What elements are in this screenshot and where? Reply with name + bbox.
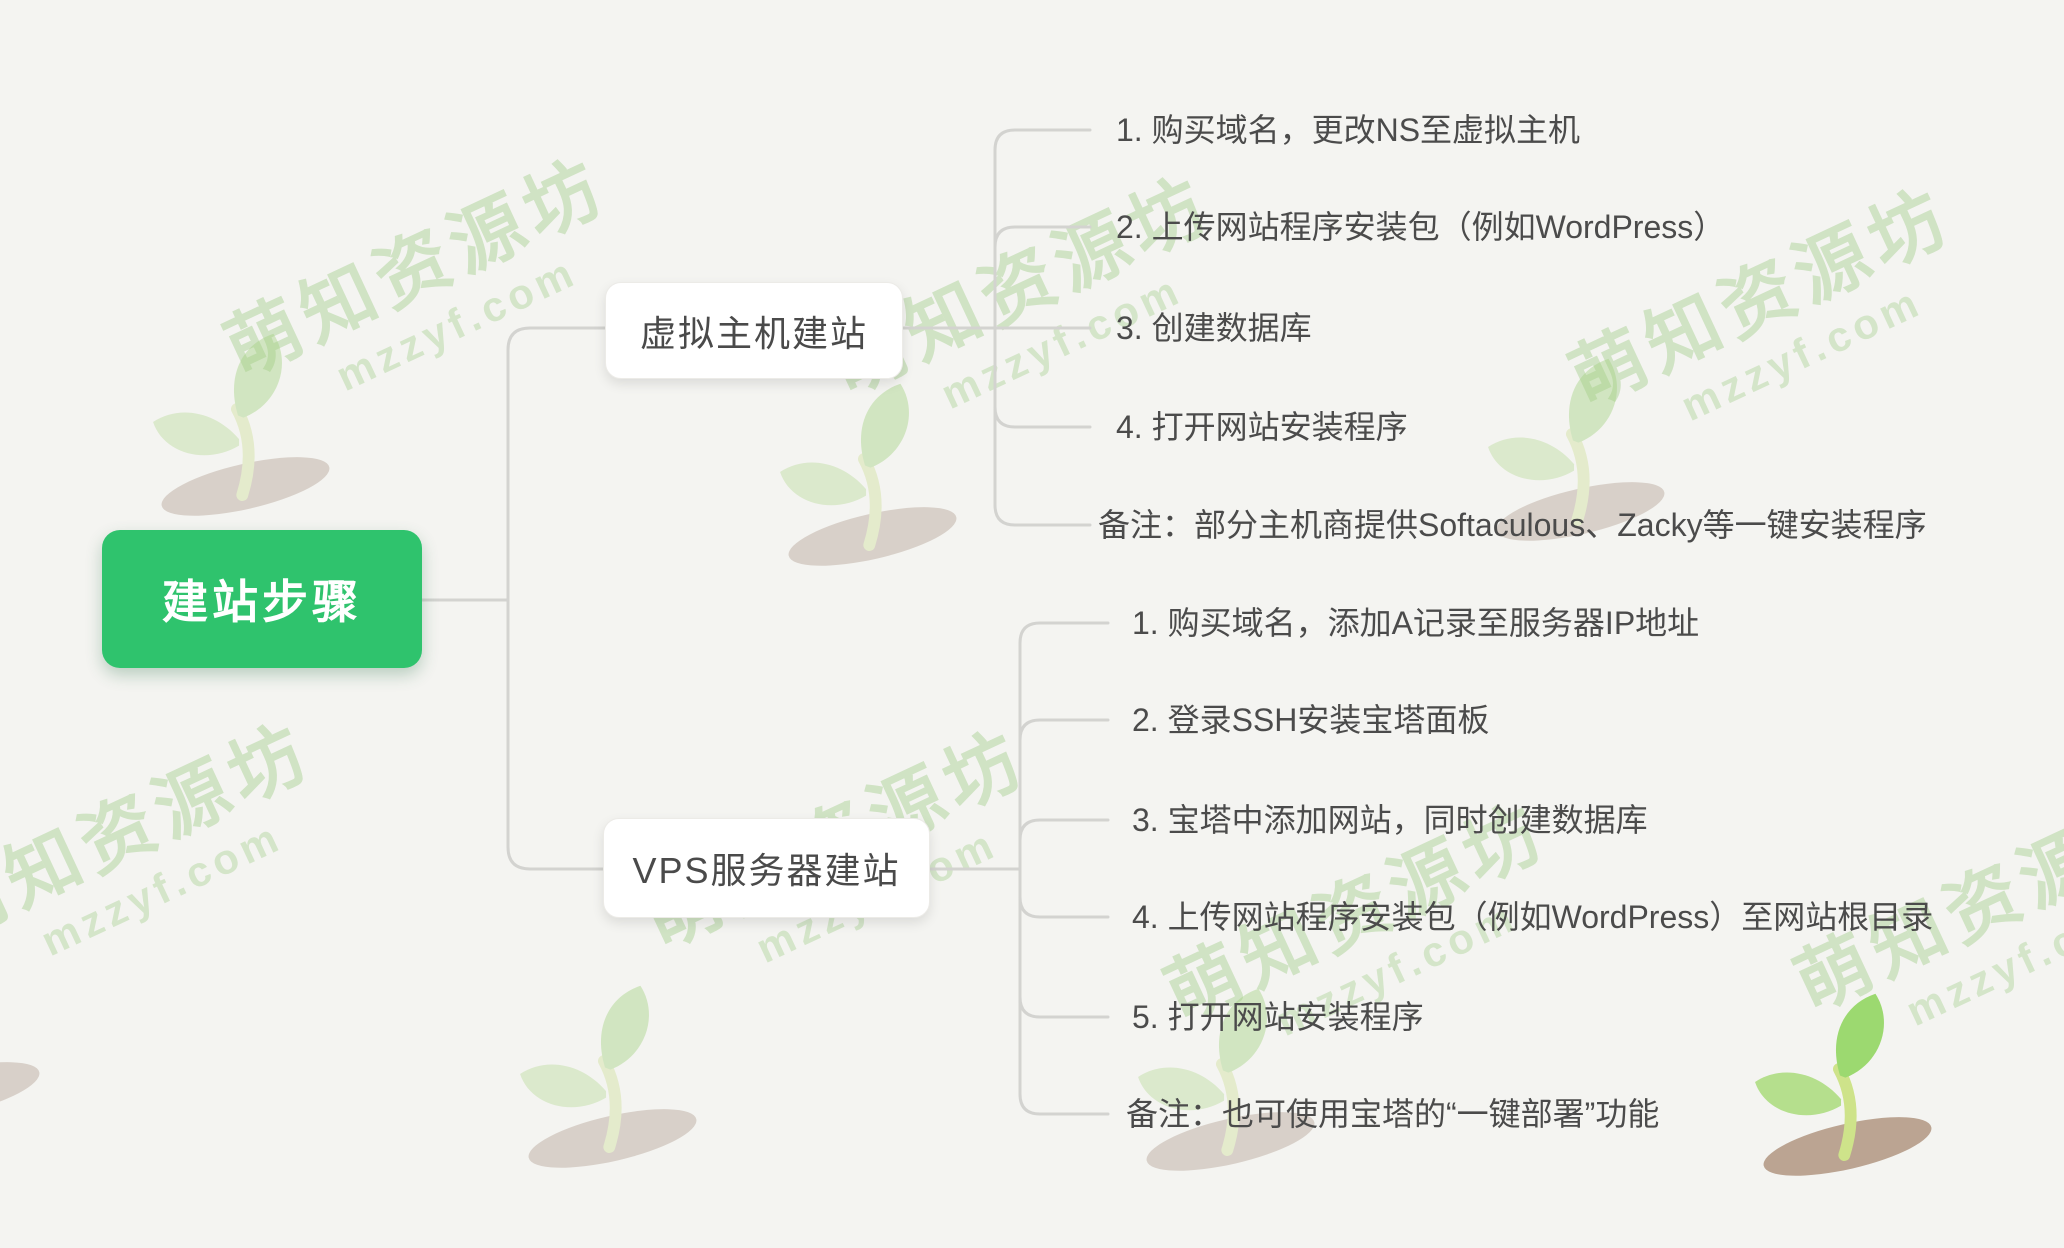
vhost-note[interactable]: 备注：部分主机商提供Softaculous、Zacky等一键安装程序 bbox=[1098, 507, 1927, 543]
branch-topic-label: VPS服务器建站 bbox=[632, 850, 901, 891]
branch-topic-vps[interactable]: VPS服务器建站 bbox=[603, 818, 930, 918]
vps-step-4[interactable]: 4. 上传网站程序安装包（例如WordPress）至网站根目录 bbox=[1132, 899, 1934, 935]
vps-step-1[interactable]: 1. 购买域名，添加A记录至服务器IP地址 bbox=[1132, 605, 1700, 641]
vhost-step-1[interactable]: 1. 购买域名，更改NS至虚拟主机 bbox=[1116, 112, 1581, 148]
vps-note[interactable]: 备注：也可使用宝塔的“一键部署”功能 bbox=[1126, 1096, 1660, 1132]
vps-step-2[interactable]: 2. 登录SSH安装宝塔面板 bbox=[1132, 702, 1490, 738]
vhost-step-4[interactable]: 4. 打开网站安装程序 bbox=[1116, 409, 1408, 445]
vhost-step-2[interactable]: 2. 上传网站程序安装包（例如WordPress） bbox=[1116, 209, 1726, 245]
vps-step-5[interactable]: 5. 打开网站安装程序 bbox=[1132, 999, 1424, 1035]
vps-step-3[interactable]: 3. 宝塔中添加网站，同时创建数据库 bbox=[1132, 802, 1648, 838]
root-topic-label: 建站步骤 bbox=[162, 576, 362, 628]
branch-topic-virtual-host[interactable]: 虚拟主机建站 bbox=[605, 282, 903, 379]
branch-topic-label: 虚拟主机建站 bbox=[639, 312, 868, 354]
vhost-step-3[interactable]: 3. 创建数据库 bbox=[1116, 310, 1312, 346]
root-topic[interactable]: 建站步骤 bbox=[102, 530, 422, 668]
